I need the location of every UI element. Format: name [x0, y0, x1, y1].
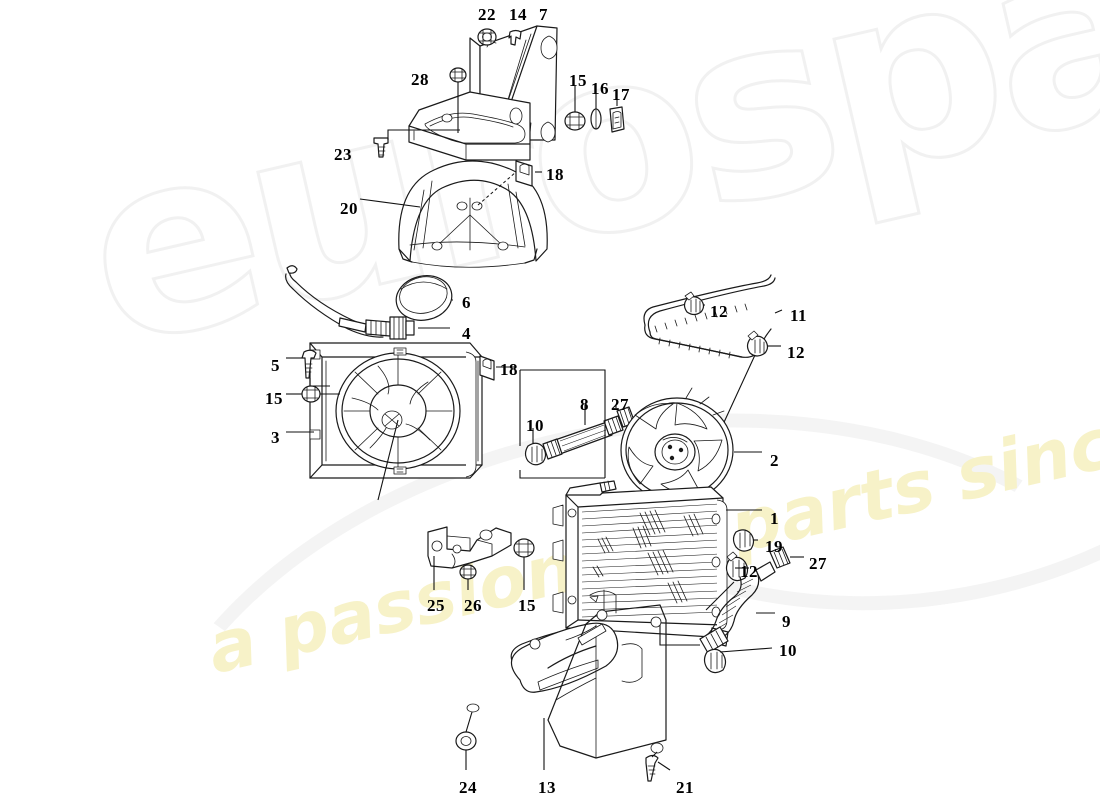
callout-27-a: 27: [611, 395, 629, 414]
callout-24: 24: [459, 778, 477, 797]
part-14-retaining-clip: [508, 29, 522, 46]
part-23-flange-bolt: [373, 129, 460, 158]
callout-23: 23: [334, 145, 352, 164]
callout-6: 6: [462, 293, 471, 312]
callout-12-b: 12: [787, 343, 805, 362]
part-12-spring-clamp-b: [713, 330, 781, 445]
part-25-mounting-bracket: [427, 526, 512, 590]
callout-14: 14: [509, 5, 527, 24]
callout-12-a: 12: [710, 302, 728, 321]
part-10-hose-clamp-a: [524, 428, 547, 466]
callout-26: 26: [464, 596, 482, 615]
callout-16: 16: [591, 79, 609, 98]
callout-27-b: 27: [809, 554, 827, 573]
callout-5: 5: [271, 356, 280, 375]
part-24-rubber-buffer: [455, 703, 480, 770]
part-11-vent-hose: [643, 274, 783, 445]
callout-18-b: 18: [500, 360, 518, 379]
callout-20: 20: [340, 199, 358, 218]
part-15-rubber-mount-a: [286, 385, 340, 403]
part-2-cooling-fan: [620, 387, 762, 521]
callout-10-b: 10: [779, 641, 797, 660]
part-6-sealing-ring: [395, 275, 453, 321]
part-13-air-duct: [455, 604, 671, 782]
part-28-nut-cap: [449, 67, 467, 133]
part-19-connector-pipe: [732, 529, 758, 552]
callout-8: 8: [580, 395, 589, 414]
part-15-rubber-mount-b: [513, 538, 535, 590]
part-18-spring-nut-upper: [477, 160, 542, 206]
part-16-sleeve: [590, 94, 602, 130]
part-1-radiator: [552, 480, 762, 647]
part-12-spring-clamp-c: [705, 551, 749, 611]
callout-4: 4: [462, 324, 471, 343]
callout-3: 3: [271, 428, 280, 447]
callout-25: 25: [427, 596, 445, 615]
callout-11: 11: [790, 306, 808, 325]
part-22-grommet: [477, 28, 497, 46]
small-parts-15-16-17: [564, 86, 625, 133]
part-10-hose-clamp-b: [703, 647, 773, 674]
part-20-fan-cowl: [359, 160, 548, 268]
callout-7: 7: [539, 5, 548, 24]
callout-2: 2: [770, 451, 779, 470]
callout-18-a: 18: [546, 165, 564, 184]
callout-12-c: 12: [740, 562, 758, 581]
callout-15-b: 15: [265, 389, 283, 408]
callout-28: 28: [411, 70, 429, 89]
callout-10-a: 10: [526, 416, 544, 435]
callout-15-c: 15: [518, 596, 536, 615]
callout-22: 22: [478, 5, 496, 24]
callout-15-a: 15: [569, 71, 587, 90]
part-8-coolant-hose-upper: [519, 369, 636, 479]
part-12-spring-clamp-a: [683, 291, 705, 316]
callout-19: 19: [765, 537, 783, 556]
part-21-tapping-screw: [645, 751, 671, 782]
callout-17: 17: [612, 85, 630, 104]
callout-1: 1: [770, 509, 779, 528]
part-4-electrical-connector: [285, 265, 450, 340]
part-18-spring-nut-lower: [479, 355, 516, 381]
callout-13: 13: [538, 778, 556, 797]
callout-21: 21: [676, 778, 694, 797]
part-15-rubber-mount-c: [564, 86, 586, 131]
callout-9: 9: [782, 612, 791, 631]
part-7-air-guide-bracket: [373, 25, 558, 161]
part-27-worm-clamp-b: [769, 546, 804, 569]
part-26-nut: [459, 564, 477, 590]
part-9-coolant-hose-lower: [699, 561, 776, 654]
part-3-fan-shroud-assembly: [286, 342, 516, 501]
part-17-bracket-clip: [609, 99, 625, 133]
